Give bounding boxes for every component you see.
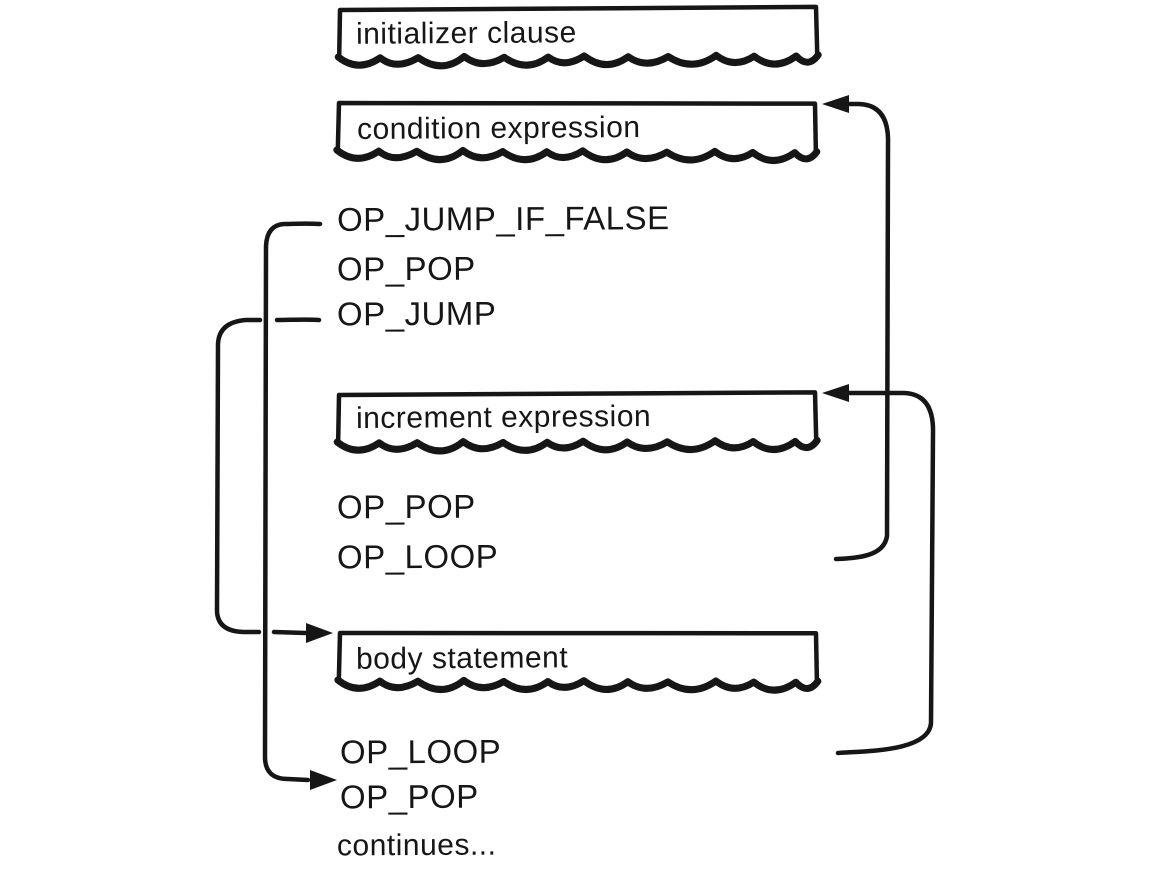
- jump-to-body-connector: [214, 317, 322, 636]
- initializer-clause-label: initializer clause: [355, 16, 577, 51]
- increment-arrowhead-icon: [822, 384, 849, 402]
- opcode-pop-exit: OP_POP: [339, 777, 479, 816]
- exit-arrowhead-icon: [310, 770, 337, 790]
- opcode-pop-condition: OP_POP: [336, 249, 476, 288]
- opcode-jump-if-false: OP_JUMP_IF_FALSE: [336, 199, 670, 238]
- condition-expression-label: condition expression: [356, 111, 641, 146]
- increment-loop-to-condition-connector: [833, 101, 891, 562]
- opcode-loop-body: OP_LOOP: [339, 732, 502, 771]
- increment-expression-label: increment expression: [355, 399, 652, 436]
- jump-if-false-to-exit-connector: [262, 221, 323, 783]
- continues-note: continues...: [336, 828, 497, 863]
- condition-arrowhead-icon: [822, 95, 849, 113]
- opcode-loop-increment: OP_LOOP: [336, 537, 499, 576]
- opcode-pop-increment: OP_POP: [336, 487, 476, 526]
- body-arrowhead-icon: [306, 623, 333, 643]
- body-loop-to-increment-connector: [835, 390, 936, 756]
- body-statement-label: body statement: [355, 641, 569, 676]
- opcode-jump: OP_JUMP: [336, 294, 497, 333]
